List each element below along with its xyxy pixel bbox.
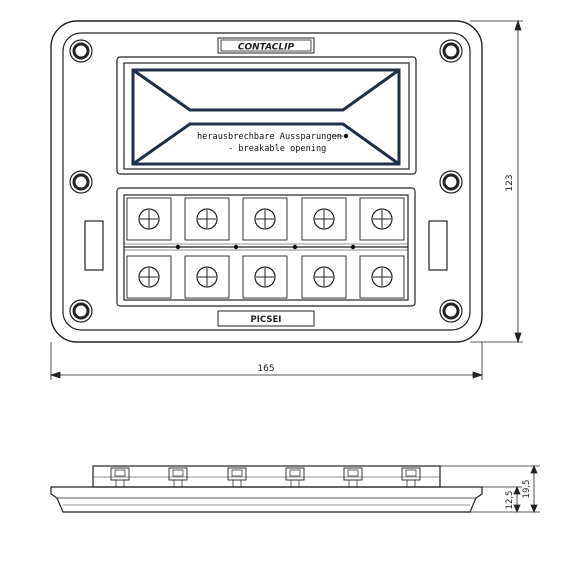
terminal-screw: [301, 255, 347, 299]
mounting-hole-top-right: [439, 39, 463, 63]
side-terminal: [227, 467, 247, 487]
side-view-terminals: [110, 467, 421, 487]
terminal-screw: [242, 197, 288, 241]
left-slot: [84, 220, 104, 271]
terminal-screw: [301, 197, 347, 241]
inner-frame: [62, 32, 471, 331]
terminal-screw: [184, 255, 230, 299]
side-terminal: [168, 467, 188, 487]
mounting-hole-bottom-right: [439, 299, 463, 323]
side-terminal: [285, 467, 305, 487]
brand-label-bottom: PICSEI: [251, 315, 282, 325]
bridge-dot: [175, 244, 181, 250]
terminal-screw: [359, 255, 405, 299]
bridge-dot: [233, 244, 239, 250]
annotation-line-2: - breakable opening: [228, 144, 326, 154]
mounting-hole-mid-left: [69, 170, 93, 194]
dimension-width-label: 165: [257, 364, 274, 374]
side-terminal: [343, 467, 363, 487]
terminal-screw: [126, 197, 172, 241]
side-terminal: [401, 467, 421, 487]
side-view: [50, 465, 483, 513]
breakable-window: [116, 56, 417, 175]
brand-label-top: CONTACLIP: [238, 43, 295, 53]
annotation-line-1: herausbrechbare Aussparungen: [197, 132, 342, 142]
dimension-side-b-label: 19,5: [522, 480, 532, 499]
dimension-width: [49, 342, 484, 380]
terminal-screw: [126, 255, 172, 299]
mounting-hole-mid-right: [439, 170, 463, 194]
mounting-hole-bottom-left: [69, 299, 93, 323]
mounting-holes: [69, 39, 463, 323]
outer-frame: [50, 20, 483, 343]
dimension-height-label: 123: [505, 174, 515, 191]
terminal-screws: [126, 197, 405, 299]
bottom-brand-plate: [217, 310, 315, 327]
front-view: [50, 20, 483, 343]
mounting-hole-top-left: [69, 39, 93, 63]
dimension-height: [470, 19, 523, 344]
bridge-dot: [292, 244, 298, 250]
terminal-block: [116, 187, 416, 307]
dimension-side-a-label: 12,5: [505, 491, 515, 510]
bridge-dot: [350, 244, 356, 250]
side-terminal: [110, 467, 130, 487]
top-brand-plate: [217, 37, 315, 54]
annotation-dot: [343, 133, 349, 139]
right-slot: [428, 220, 448, 271]
dimension-side: [440, 464, 540, 514]
terminal-screw: [359, 197, 405, 241]
terminal-screw: [184, 197, 230, 241]
terminal-screw: [242, 255, 288, 299]
